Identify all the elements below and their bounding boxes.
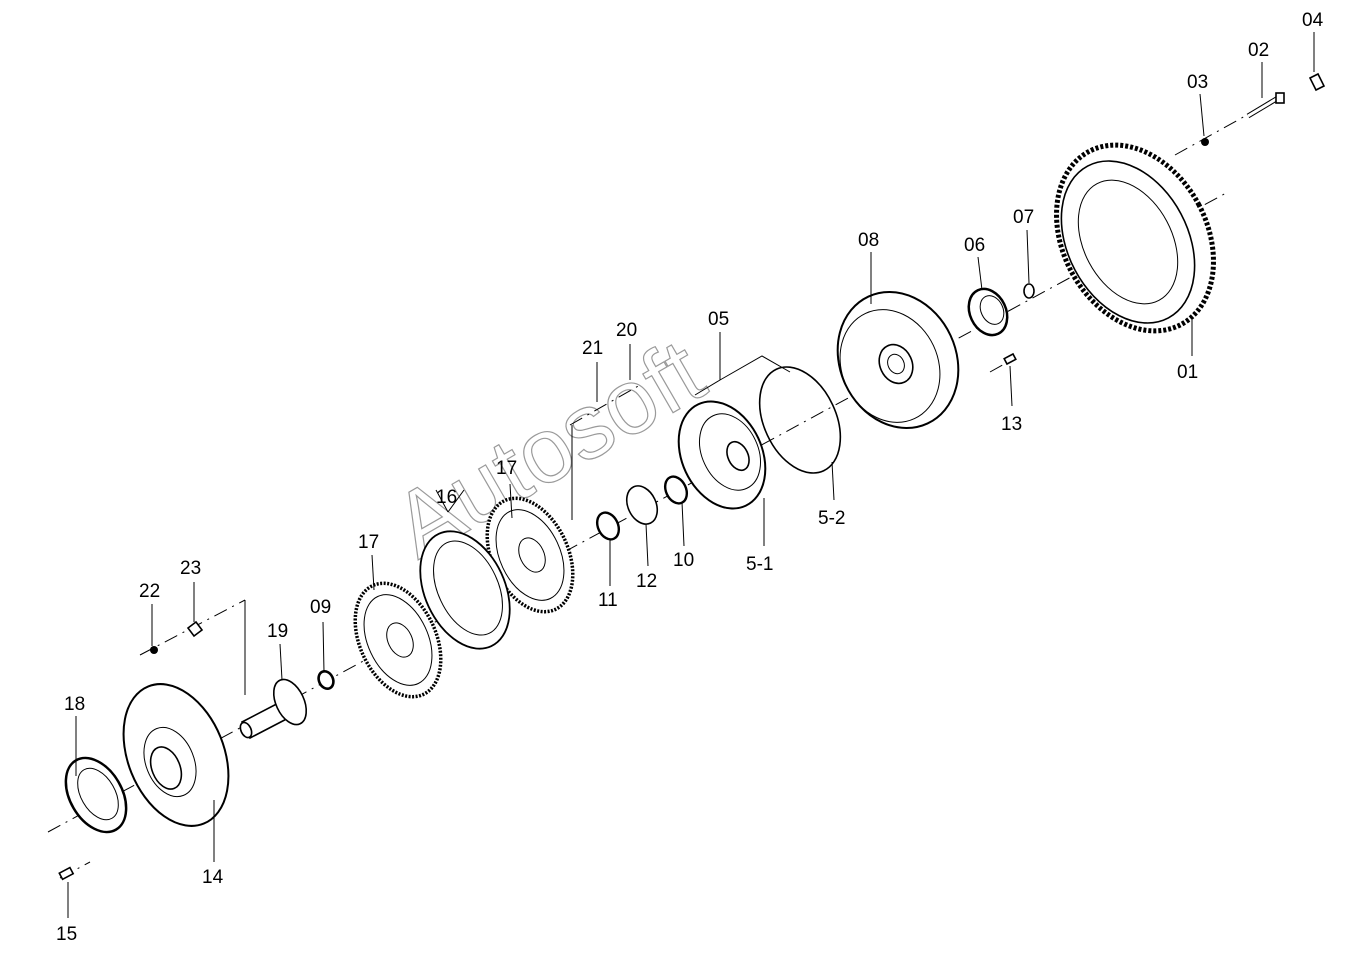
piston-5-1 [677, 400, 767, 510]
part-label-22: 22 [139, 581, 160, 602]
bearing-06 [967, 287, 1009, 337]
ring-gear-01 [1054, 142, 1216, 334]
leader-10 [681, 501, 685, 547]
nut-03 [1201, 138, 1209, 146]
part-label-10: 10 [673, 550, 694, 571]
part-label-02: 02 [1248, 40, 1269, 61]
part-label-19: 19 [267, 621, 288, 642]
part-label-5-2: 5-2 [818, 508, 845, 529]
housing-08 [836, 290, 960, 430]
leader-5-2 [831, 461, 835, 501]
nut-23 [186, 620, 204, 638]
pin-axis-line [569, 384, 641, 426]
leader-06 [977, 256, 983, 291]
part-label-11: 11 [598, 590, 618, 611]
pin13-axis [989, 357, 1016, 373]
part-label-01: 01 [1177, 362, 1198, 383]
friction-disc-17-lower [353, 581, 443, 699]
bolt-02 [1246, 92, 1285, 119]
part-label-13: 13 [1001, 414, 1022, 435]
leader-13 [1009, 365, 1013, 407]
washer-12 [625, 485, 659, 525]
part-label-07: 07 [1013, 207, 1034, 228]
leader-09 [322, 621, 325, 673]
leader-07 [1026, 229, 1030, 284]
part-label-17-upper: 17 [496, 458, 517, 479]
part-label-21: 21 [582, 338, 603, 359]
snap-ring-11 [595, 511, 621, 541]
part-label-15: 15 [56, 924, 77, 945]
part-label-06: 06 [964, 235, 985, 256]
part-label-14: 14 [202, 867, 224, 888]
leader-17-lower [371, 554, 375, 591]
oil-seal-18 [64, 756, 128, 834]
shaft-19 [239, 678, 308, 740]
leader-12 [645, 523, 649, 567]
part-label-20: 20 [616, 320, 637, 341]
bearing-09 [317, 670, 335, 690]
part-label-23: 23 [180, 558, 201, 579]
part-label-5-1: 5-1 [746, 554, 773, 575]
nut-22 [150, 646, 158, 654]
ring-10 [663, 475, 689, 505]
part-label-04: 04 [1302, 10, 1324, 31]
leader-03 [1199, 93, 1205, 137]
part-label-09: 09 [310, 597, 331, 618]
part-label-08: 08 [858, 230, 879, 251]
part-label-05: 05 [708, 309, 729, 330]
part-label-16: 16 [436, 487, 457, 508]
steel-plate-16 [419, 530, 511, 650]
lock-plate-04 [1308, 72, 1326, 92]
part-label-12: 12 [636, 571, 657, 592]
part-label-03: 03 [1187, 72, 1208, 93]
leader-05 [694, 332, 791, 396]
leader-17-upper [509, 483, 513, 519]
part-label-18: 18 [64, 694, 85, 715]
seal-ring-5-2 [758, 366, 842, 474]
leader-16 [435, 489, 465, 513]
pin-15 [58, 866, 75, 881]
circlip-07 [1023, 283, 1035, 299]
pin-13 [1003, 352, 1017, 366]
part-label-17-lower: 17 [358, 532, 379, 553]
leader-19 [279, 643, 283, 681]
hub-14 [122, 683, 230, 827]
